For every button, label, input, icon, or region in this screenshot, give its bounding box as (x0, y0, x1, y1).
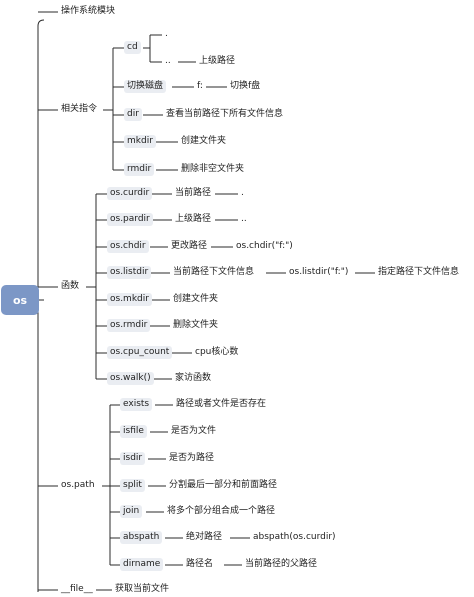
node-walk-desc[interactable]: 家访函数 (172, 372, 215, 385)
node-cd[interactable]: cd (124, 41, 141, 54)
node-switch-disk[interactable]: 切换磁盘 (124, 80, 167, 93)
node-exists-desc[interactable]: 路径或者文件是否存在 (173, 398, 270, 411)
node-abspath-example[interactable]: abspath(os.curdir) (250, 531, 339, 544)
node-os-walk[interactable]: os.walk() (107, 372, 154, 385)
node-chdir-example[interactable]: os.chdir("f:") (233, 240, 296, 253)
node-os-rmdir-desc[interactable]: 删除文件夹 (170, 319, 222, 332)
node-dir-desc[interactable]: 查看当前路径下所有文件信息 (163, 108, 287, 121)
node-join-desc[interactable]: 将多个部分组合成一个路径 (164, 505, 279, 518)
node-os-rmdir[interactable]: os.rmdir (107, 319, 151, 332)
node-curdir-val[interactable]: . (238, 187, 247, 200)
node-abspath[interactable]: abspath (120, 531, 163, 544)
node-os-listdir[interactable]: os.listdir (107, 266, 152, 279)
node-exists[interactable]: exists (120, 398, 153, 411)
node-dirname-desc[interactable]: 路径名 (183, 558, 217, 571)
node-cd-dot[interactable]: . (162, 28, 171, 41)
node-isdir-desc[interactable]: 是否为路径 (166, 452, 218, 465)
node-os-curdir[interactable]: os.curdir (107, 187, 153, 200)
node-dirname[interactable]: dirname (120, 558, 164, 571)
node-pardir-desc[interactable]: 上级路径 (172, 213, 215, 226)
node-isdir[interactable]: isdir (120, 452, 146, 465)
node-dirname-example[interactable]: 当前路径的父路径 (242, 558, 321, 571)
node-module-title[interactable]: 操作系统模块 (58, 5, 119, 18)
node-cd-dotdot[interactable]: .. (162, 55, 174, 68)
node-rmdir[interactable]: rmdir (124, 163, 155, 176)
node-mkdir[interactable]: mkdir (124, 135, 156, 148)
node-isfile-desc[interactable]: 是否为文件 (168, 425, 220, 438)
node-rmdir-desc[interactable]: 删除非空文件夹 (178, 163, 248, 176)
node-cd-updir[interactable]: 上级路径 (196, 55, 239, 68)
node-functions[interactable]: 函数 (58, 280, 83, 293)
node-listdir-desc[interactable]: 当前路径下文件信息 (170, 266, 258, 279)
node-split[interactable]: split (120, 479, 145, 492)
node-switch-f[interactable]: 切换f盘 (227, 80, 264, 93)
node-os-pardir[interactable]: os.pardir (107, 213, 153, 226)
node-mkdir-desc[interactable]: 创建文件夹 (178, 135, 230, 148)
node-isfile[interactable]: isfile (120, 425, 147, 438)
node-file[interactable]: __file__ (58, 583, 96, 596)
node-os-chdir[interactable]: os.chdir (107, 240, 149, 253)
node-os-path[interactable]: os.path (58, 479, 98, 492)
node-cpu-desc[interactable]: cpu核心数 (192, 346, 242, 359)
node-pardir-val[interactable]: .. (238, 213, 250, 226)
node-os-mkdir[interactable]: os.mkdir (107, 293, 152, 306)
node-split-desc[interactable]: 分割最后一部分和前面路径 (166, 479, 281, 492)
node-abspath-desc[interactable]: 绝对路径 (183, 531, 226, 544)
node-file-desc[interactable]: 获取当前文件 (112, 583, 173, 596)
node-curdir-desc[interactable]: 当前路径 (172, 187, 215, 200)
node-listdir-example-desc[interactable]: 指定路径下文件信息 (375, 266, 463, 279)
root-node-os[interactable]: os (1, 285, 39, 315)
node-related-commands[interactable]: 相关指令 (58, 103, 101, 116)
node-os-mkdir-desc[interactable]: 创建文件夹 (170, 293, 222, 306)
node-os-cpu-count[interactable]: os.cpu_count (107, 346, 173, 359)
node-listdir-example[interactable]: os.listdir("f:") (286, 266, 352, 279)
node-join[interactable]: join (120, 505, 143, 518)
node-dir[interactable]: dir (124, 108, 142, 121)
node-chdir-desc[interactable]: 更改路径 (168, 240, 211, 253)
node-f-colon[interactable]: f: (194, 80, 206, 93)
